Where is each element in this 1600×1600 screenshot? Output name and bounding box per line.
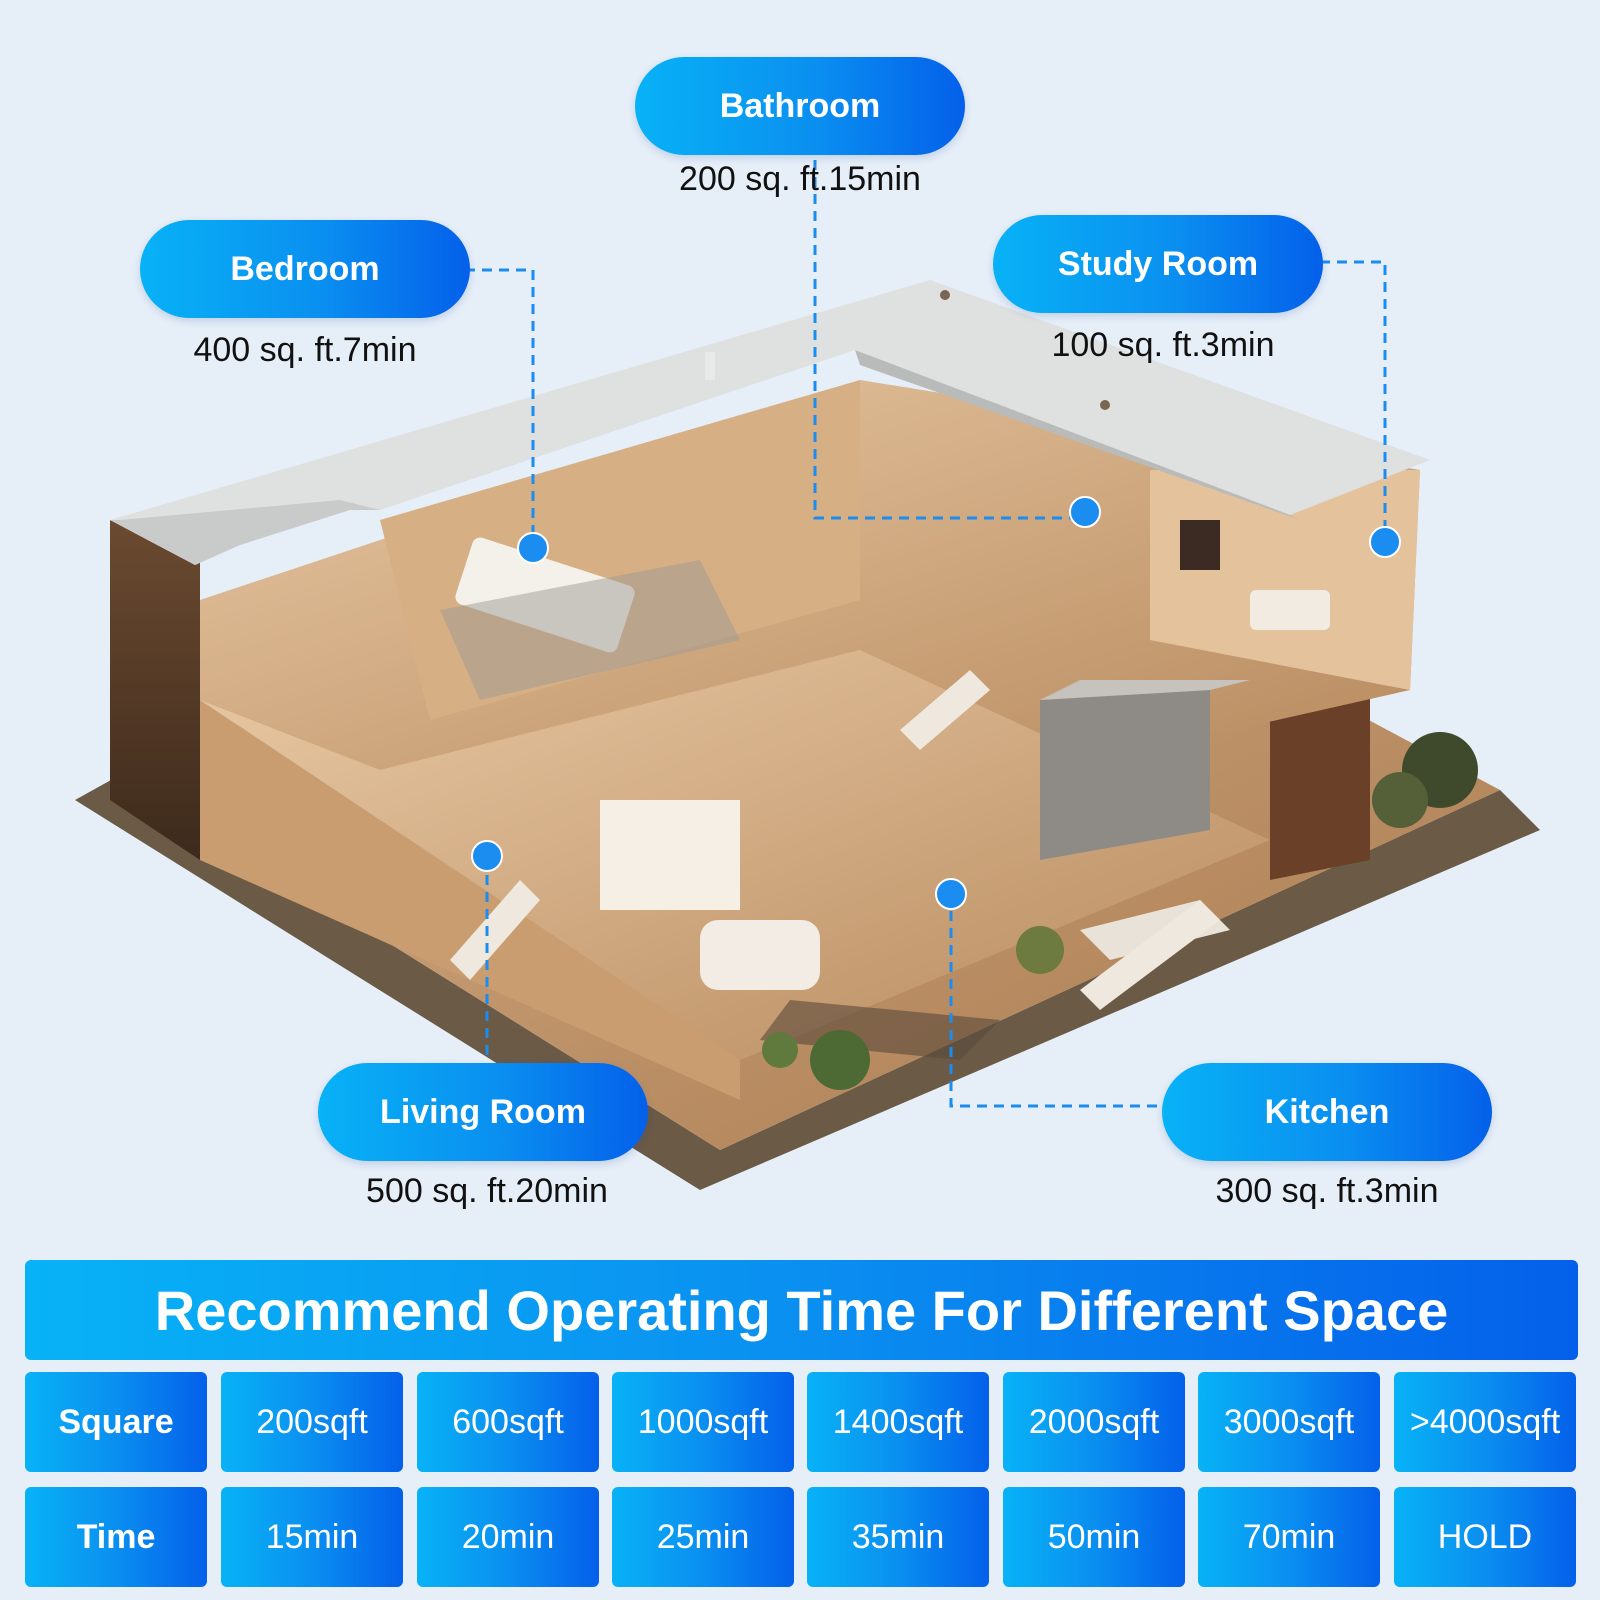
- living-marker: [471, 840, 503, 872]
- time-cell: 70min: [1198, 1487, 1380, 1587]
- living-room-detail: 500 sq. ft.20min: [366, 1172, 608, 1210]
- time-cell: 15min: [221, 1487, 403, 1587]
- bathroom-marker: [1069, 496, 1101, 528]
- bathroom-connector: [813, 160, 1085, 520]
- bathroom-detail: 200 sq. ft.15min: [679, 160, 921, 198]
- study-room-detail: 100 sq. ft.3min: [1051, 326, 1275, 364]
- table-title-banner: Recommend Operating Time For Different S…: [25, 1260, 1578, 1360]
- living-room-label: Living Room: [318, 1063, 648, 1161]
- room-markers: [471, 496, 1401, 910]
- garden-plants: [762, 732, 1478, 1090]
- square-cell: 200sqft: [221, 1372, 403, 1472]
- time-cell: 20min: [417, 1487, 599, 1587]
- square-cell: 1400sqft: [807, 1372, 989, 1472]
- square-cell: 600sqft: [417, 1372, 599, 1472]
- time-cell: 35min: [807, 1487, 989, 1587]
- study-marker: [1369, 526, 1401, 558]
- time-cell: 25min: [612, 1487, 794, 1587]
- kitchen-marker: [935, 878, 967, 910]
- time-cell: 50min: [1003, 1487, 1185, 1587]
- square-cell: >4000sqft: [1394, 1372, 1576, 1472]
- house-cutaway-illustration: [75, 160, 1540, 1190]
- time-header-cell: Time: [25, 1487, 207, 1587]
- square-cell: 3000sqft: [1198, 1372, 1380, 1472]
- roof: [110, 280, 1430, 565]
- study-room-label: Study Room: [993, 215, 1323, 313]
- connector-lines: [465, 160, 1387, 1108]
- bedroom-connector: [465, 268, 535, 548]
- square-cell: 1000sqft: [612, 1372, 794, 1472]
- square-header-cell: Square: [25, 1372, 207, 1472]
- study-connector: [1320, 260, 1387, 542]
- time-cell: HOLD: [1394, 1487, 1576, 1587]
- kitchen-label: Kitchen: [1162, 1063, 1492, 1161]
- house-structure: [110, 380, 1420, 1010]
- kitchen-connector: [949, 894, 1162, 1108]
- bedroom-detail: 400 sq. ft.7min: [193, 331, 417, 369]
- bedroom-marker: [517, 532, 549, 564]
- kitchen-detail: 300 sq. ft.3min: [1215, 1172, 1439, 1210]
- bathroom-label: Bathroom: [635, 57, 965, 155]
- square-cell: 2000sqft: [1003, 1372, 1185, 1472]
- bedroom-label: Bedroom: [140, 220, 470, 318]
